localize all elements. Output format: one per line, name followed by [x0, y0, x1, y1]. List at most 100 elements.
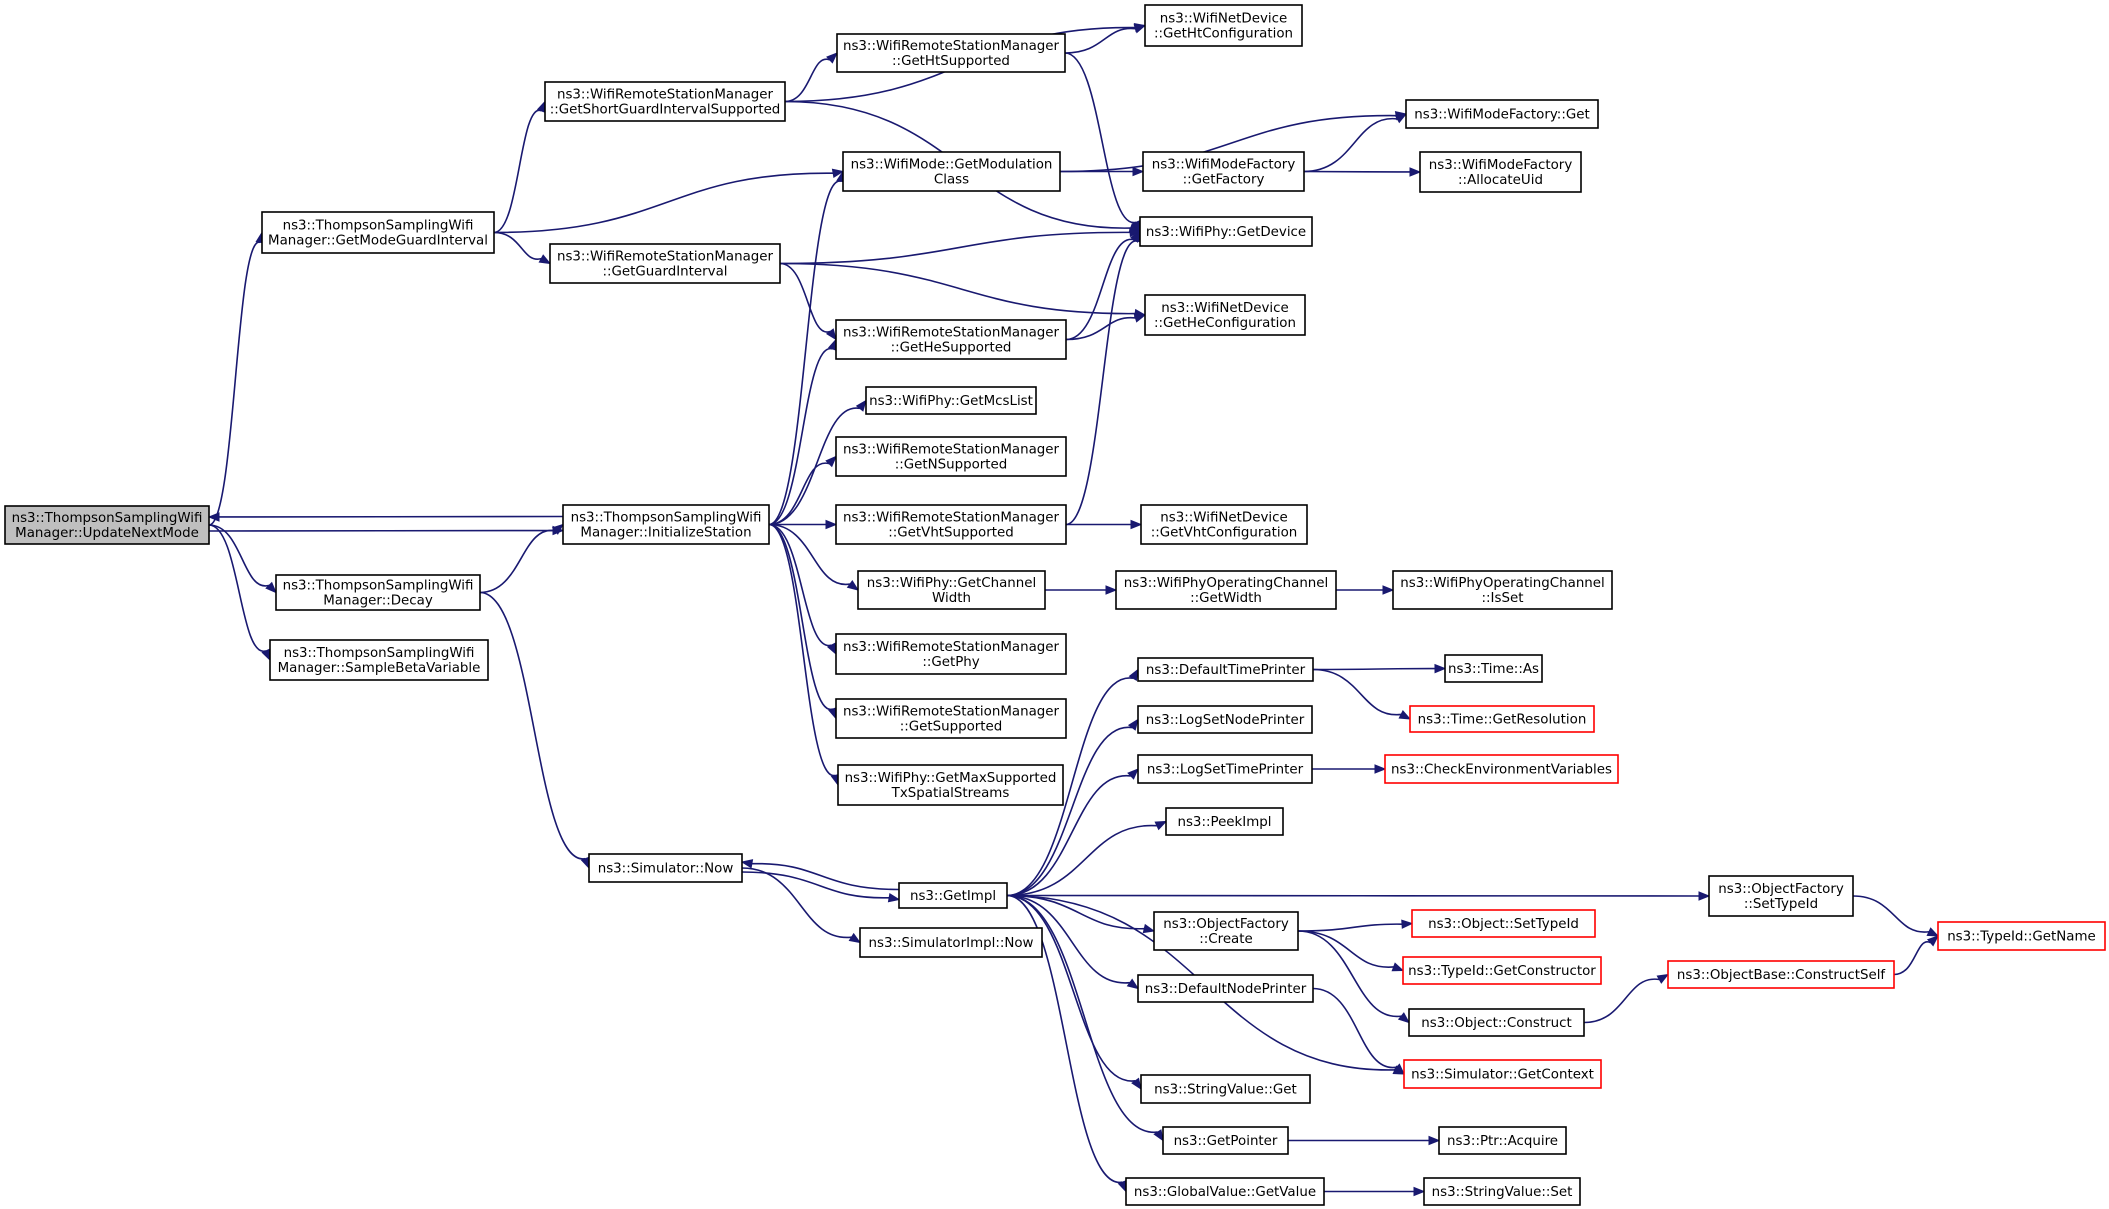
edge-gsgis-to-ghts: [784, 52, 838, 103]
node-sbeta[interactable]: ns3::ThompsonSamplingWifiManager::Sample…: [269, 639, 489, 681]
node-label: ns3::StringValue::Get: [1154, 1083, 1297, 1098]
edge-line: [784, 58, 830, 103]
node-ptracq[interactable]: ns3::Ptr::Acquire: [1438, 1126, 1567, 1155]
node-getptr[interactable]: ns3::GetPointer: [1162, 1126, 1289, 1155]
edge-line: [1852, 895, 1930, 933]
edge-getimpl-to-getptr: [1006, 894, 1164, 1142]
node-label: ns3::Simulator::Now: [598, 862, 734, 877]
node-poc_gw[interactable]: ns3::WifiPhyOperatingChannel::GetWidth: [1115, 570, 1337, 610]
node-gns[interactable]: ns3::WifiRemoteStationManager::GetNSuppo…: [835, 436, 1067, 477]
edge-update-to-gmgi: [208, 231, 265, 526]
node-dtp[interactable]: ns3::DefaultTimePrinter: [1137, 657, 1314, 682]
node-timeas[interactable]: ns3::Time::As: [1444, 654, 1543, 683]
node-box: [859, 927, 1043, 958]
node-gvgv[interactable]: ns3::GlobalValue::GetValue: [1125, 1177, 1325, 1206]
node-label: ns3::WifiPhyOperatingChannel: [1400, 576, 1605, 591]
edge-line: [1893, 941, 1931, 976]
node-label: ns3::TypeId::GetConstructor: [1408, 964, 1596, 979]
node-box: [1140, 504, 1308, 545]
edge-line: [768, 462, 830, 526]
edge-line: [1297, 930, 1394, 968]
edge-gvhts-to-phy_gd: [1065, 230, 1143, 526]
node-label: ns3::Ptr::Acquire: [1447, 1134, 1558, 1149]
node-box: [842, 151, 1061, 192]
node-box: [1137, 657, 1314, 682]
node-gvhts[interactable]: ns3::WifiRemoteStationManager::GetVhtSup…: [835, 504, 1067, 545]
edge-line: [779, 231, 1131, 265]
node-label: ::GetHtSupported: [892, 54, 1010, 69]
node-gmgi[interactable]: ns3::ThompsonSamplingWifiManager::GetMod…: [261, 211, 495, 254]
edge-line: [493, 172, 834, 234]
node-label: ns3::LogSetNodePrinter: [1146, 713, 1305, 728]
node-svset[interactable]: ns3::StringValue::Set: [1423, 1177, 1581, 1206]
edge-line: [779, 262, 1136, 315]
node-gmss[interactable]: ns3::WifiPhy::GetMaxSupportedTxSpatialSt…: [837, 764, 1064, 806]
node-simnow[interactable]: ns3::Simulator::Now: [588, 853, 743, 883]
node-label: ::GetFactory: [1183, 173, 1265, 188]
arrowhead-icon: [1129, 227, 1142, 238]
node-label: ns3::GetPointer: [1174, 1134, 1278, 1149]
node-wmf_au[interactable]: ns3::WifiModeFactory::AllocateUid: [1419, 151, 1582, 193]
node-ggi[interactable]: ns3::WifiRemoteStationManager::GetGuardI…: [549, 243, 781, 284]
node-tgn[interactable]: ns3::TypeId::GetName: [1937, 921, 2106, 951]
node-label: ns3::DefaultNodePrinter: [1145, 982, 1307, 997]
node-phy_gd[interactable]: ns3::WifiPhy::GetDevice: [1139, 216, 1313, 247]
node-gsgis[interactable]: ns3::WifiRemoteStationManager::GetShortG…: [544, 81, 786, 122]
node-ofsti[interactable]: ns3::ObjectFactory::SetTypeId: [1708, 875, 1854, 917]
node-simimplnow[interactable]: ns3::SimulatorImpl::Now: [859, 927, 1043, 958]
node-box: [1137, 705, 1313, 734]
node-initst[interactable]: ns3::ThompsonSamplingWifiManager::Initia…: [562, 504, 770, 545]
node-update[interactable]: ns3::ThompsonSamplingWifiManager::Update…: [4, 505, 210, 545]
node-nd_vhtconf[interactable]: ns3::WifiNetDevice::GetVhtConfiguration: [1140, 504, 1308, 545]
node-label: ns3::Object::SetTypeId: [1428, 917, 1579, 932]
edge-lstp-to-cev: [1311, 764, 1387, 774]
arrowhead-icon: [1133, 24, 1147, 34]
node-label: ns3::ThompsonSamplingWifi: [283, 579, 474, 594]
node-gsup[interactable]: ns3::WifiRemoteStationManager::GetSuppor…: [835, 698, 1067, 739]
arrowhead-icon: [1926, 927, 1940, 937]
node-label: ::GetVhtSupported: [888, 526, 1013, 541]
node-wmf_get[interactable]: ns3::WifiModeFactory::Get: [1405, 99, 1599, 129]
node-dnp[interactable]: ns3::DefaultNodePrinter: [1137, 974, 1314, 1003]
arrowhead-icon: [1374, 764, 1387, 774]
node-label: ns3::WifiRemoteStationManager: [843, 39, 1060, 54]
node-box: [835, 436, 1067, 477]
node-sgc[interactable]: ns3::Simulator::GetContext: [1403, 1059, 1602, 1089]
node-getimpl[interactable]: ns3::GetImpl: [898, 882, 1008, 909]
node-poc_isset[interactable]: ns3::WifiPhyOperatingChannel::IsSet: [1392, 570, 1613, 610]
node-lstp[interactable]: ns3::LogSetTimePrinter: [1137, 754, 1313, 784]
edge-initst-to-gmss: [768, 523, 840, 787]
node-gmcs[interactable]: ns3::WifiPhy::GetMcsList: [865, 386, 1037, 415]
edge-oc-to-obcs: [1583, 973, 1670, 1024]
edge-initst-to-gns: [768, 455, 837, 526]
node-peek[interactable]: ns3::PeekImpl: [1165, 807, 1284, 836]
node-label: ns3::WifiNetDevice: [1161, 301, 1288, 316]
node-gphy[interactable]: ns3::WifiRemoteStationManager::GetPhy: [835, 633, 1067, 675]
arrowhead-icon: [1131, 1077, 1142, 1091]
node-nd_htconf[interactable]: ns3::WifiNetDevice::GetHtConfiguration: [1144, 4, 1303, 47]
node-wmf_gf[interactable]: ns3::WifiModeFactory::GetFactory: [1142, 151, 1305, 192]
edge-getimpl-to-ofsti: [1006, 891, 1711, 901]
node-cev[interactable]: ns3::CheckEnvironmentVariables: [1384, 754, 1619, 784]
node-ofc[interactable]: ns3::ObjectFactory::Create: [1153, 911, 1299, 951]
node-ghts[interactable]: ns3::WifiRemoteStationManager::GetHtSupp…: [836, 33, 1066, 73]
node-tgc[interactable]: ns3::TypeId::GetConstructor: [1402, 956, 1602, 985]
node-timegr[interactable]: ns3::Time::GetResolution: [1409, 705, 1595, 733]
node-label: ns3::WifiRemoteStationManager: [843, 640, 1060, 655]
node-nd_heconf[interactable]: ns3::WifiNetDevice::GetHeConfiguration: [1144, 294, 1306, 336]
arrowhead-icon: [265, 581, 277, 594]
node-box: [1937, 921, 2106, 951]
node-ghes[interactable]: ns3::WifiRemoteStationManager::GetHeSupp…: [835, 319, 1067, 360]
node-obcs[interactable]: ns3::ObjectBase::ConstructSelf: [1667, 960, 1895, 989]
node-box: [1115, 570, 1337, 610]
node-lsnp[interactable]: ns3::LogSetNodePrinter: [1137, 705, 1313, 734]
node-osti[interactable]: ns3::Object::SetTypeId: [1411, 909, 1596, 938]
arrowhead-icon: [1428, 1135, 1441, 1146]
node-oc[interactable]: ns3::Object::Construct: [1408, 1008, 1585, 1037]
arrowhead-icon: [1133, 313, 1147, 323]
node-svget[interactable]: ns3::StringValue::Get: [1140, 1074, 1311, 1104]
edge-line: [1065, 238, 1135, 341]
